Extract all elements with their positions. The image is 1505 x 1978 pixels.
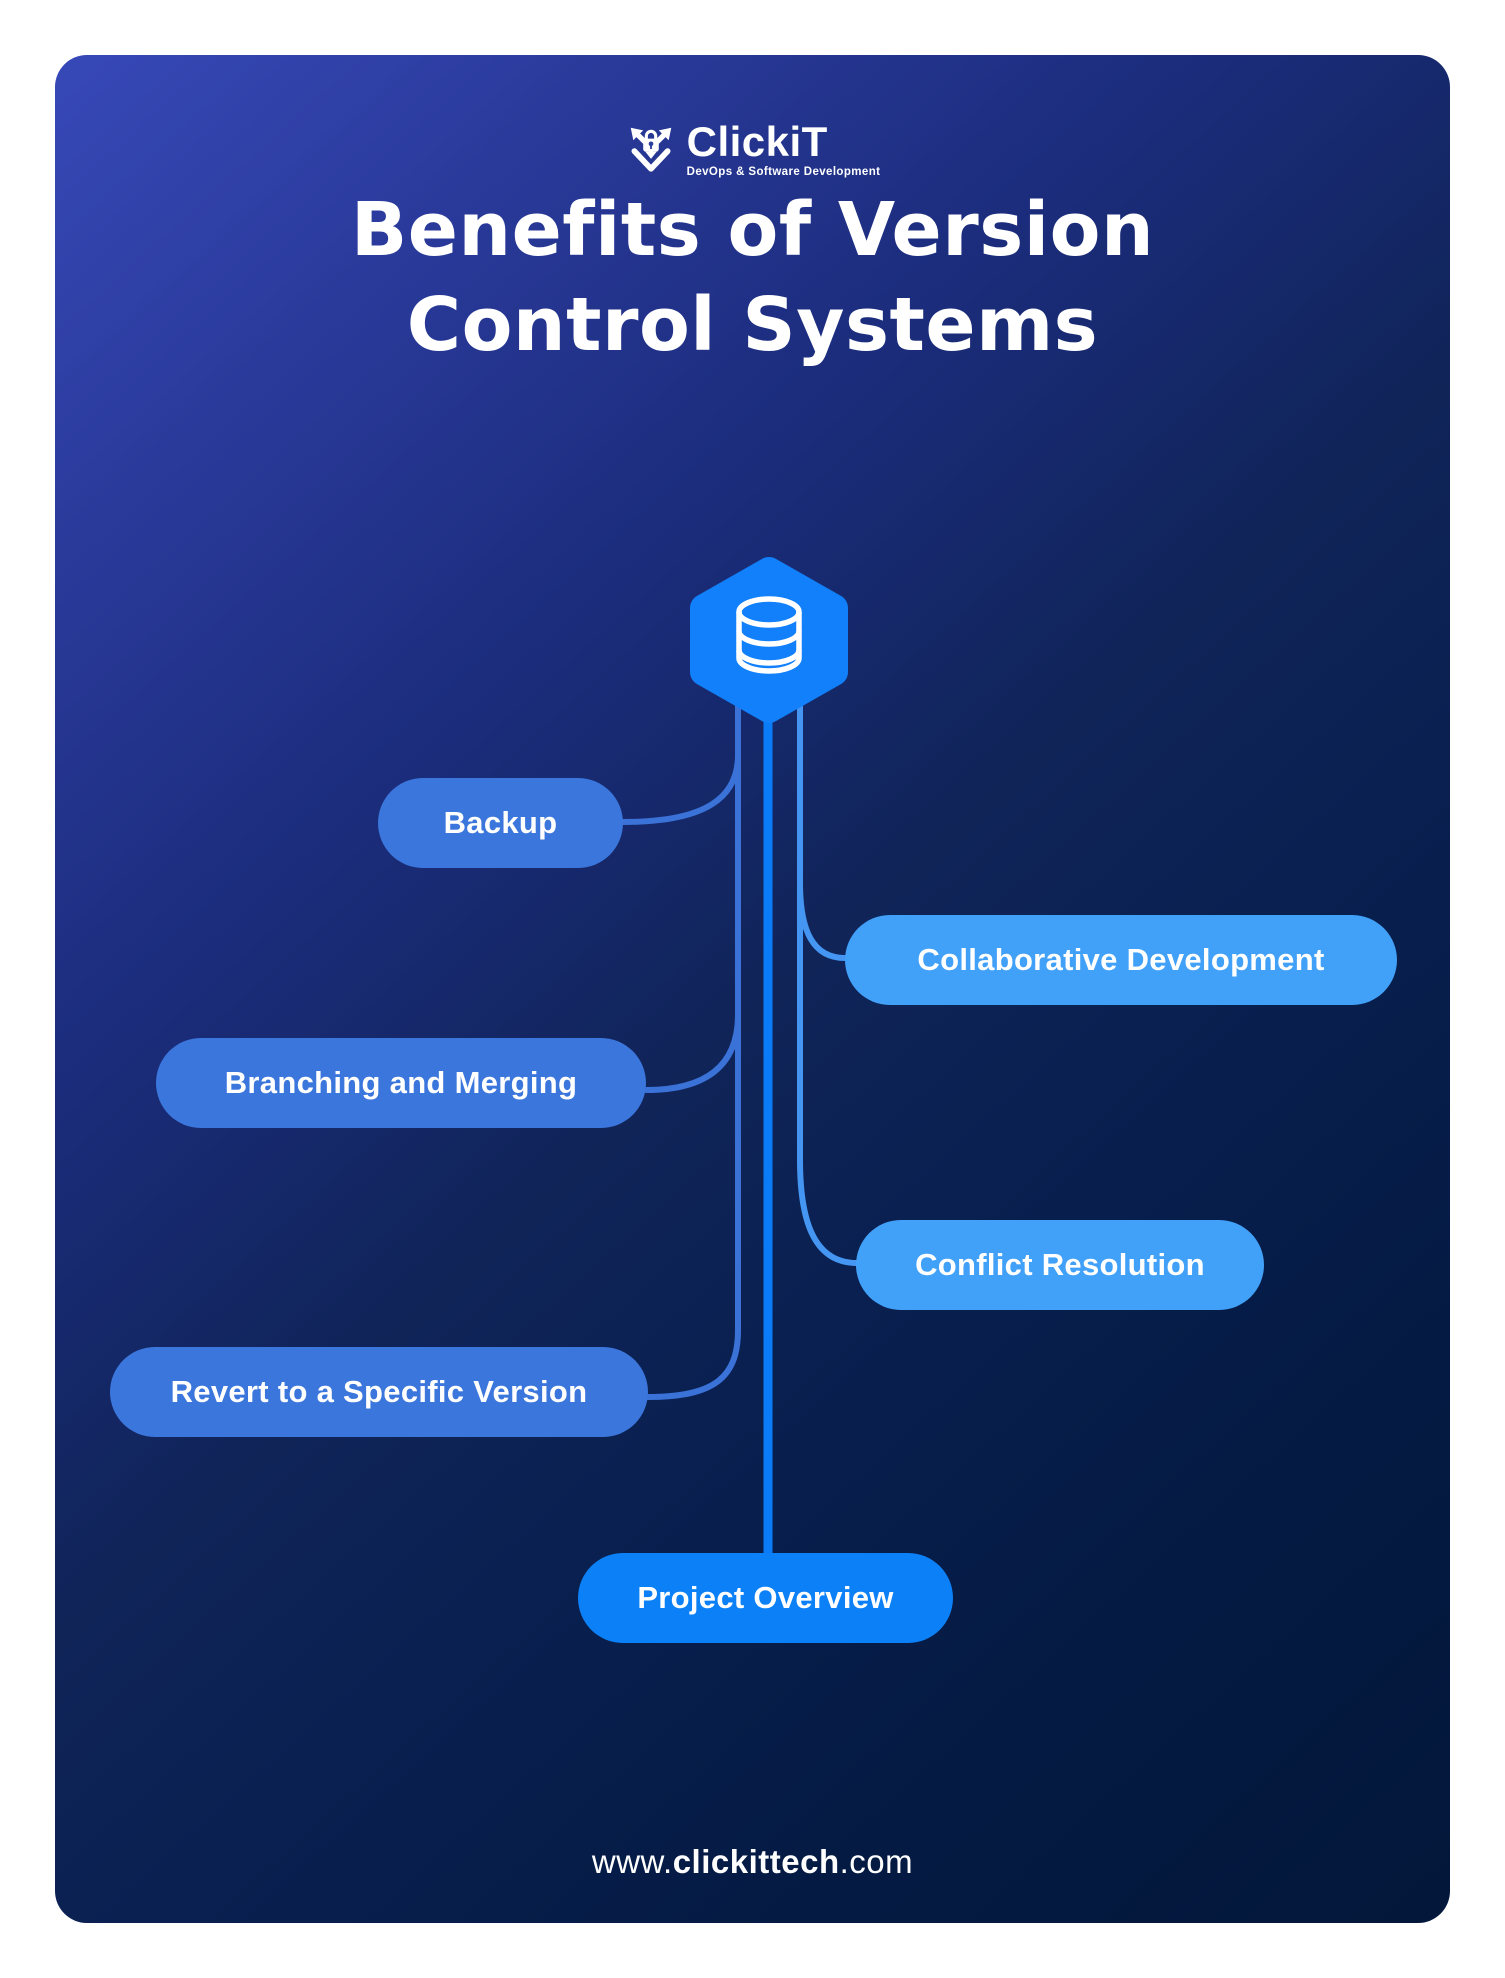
node-branching-and-merging-label: Branching and Merging [224, 1065, 578, 1100]
footer-domain: clickittech [672, 1843, 840, 1880]
node-conflict-resolution: Conflict Resolution [856, 1220, 1264, 1310]
line-branch-collaborative [797, 880, 848, 961]
node-branching-and-merging: Branching and Merging [156, 1038, 646, 1128]
database-hexagon [688, 555, 850, 725]
line-branch-backup [620, 752, 741, 825]
line-left-trunk [645, 672, 741, 1400]
title-line-2: Control Systems [406, 282, 1099, 368]
node-conflict-resolution-label: Conflict Resolution [915, 1247, 1205, 1282]
logo-brand: ClickiT [686, 118, 828, 165]
node-backup: Backup [378, 778, 623, 868]
node-collaborative-development: Collaborative Development [845, 915, 1397, 1005]
database-icon [690, 557, 848, 723]
logo: ClickiT DevOps & Software Development [55, 121, 1450, 178]
node-project-overview: Project Overview [578, 1553, 953, 1643]
footer-url: www.clickittech.com [55, 1843, 1450, 1881]
line-branch-branching [643, 1012, 741, 1093]
node-project-overview-label: Project Overview [637, 1580, 894, 1615]
node-backup-label: Backup [443, 805, 558, 840]
node-revert-to-specific-version-label: Revert to a Specific Version [170, 1374, 588, 1409]
line-right-trunk [797, 672, 860, 1266]
footer-prefix: www. [591, 1843, 673, 1880]
node-revert-to-specific-version: Revert to a Specific Version [110, 1347, 648, 1437]
title-line-1: Benefits of Version [350, 187, 1155, 273]
logo-text: ClickiT DevOps & Software Development [686, 118, 881, 179]
connector-lines [620, 670, 860, 1560]
logo-tagline: DevOps & Software Development [686, 166, 881, 178]
footer-suffix: .com [839, 1843, 914, 1880]
infographic-card: ClickiT DevOps & Software Development Be… [55, 55, 1450, 1923]
shield-lock-icon [630, 127, 671, 172]
node-collaborative-development-label: Collaborative Development [917, 942, 1325, 977]
page-title: Benefits of Version Control Systems [55, 183, 1450, 373]
